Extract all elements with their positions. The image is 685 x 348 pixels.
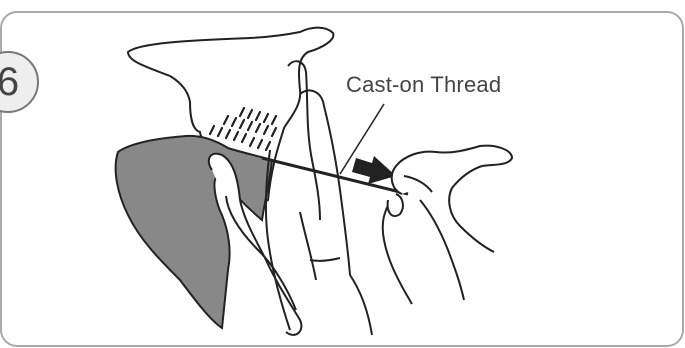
cast-on-thread-label: Cast-on Thread — [346, 72, 501, 98]
step-number: 6 — [0, 58, 30, 106]
